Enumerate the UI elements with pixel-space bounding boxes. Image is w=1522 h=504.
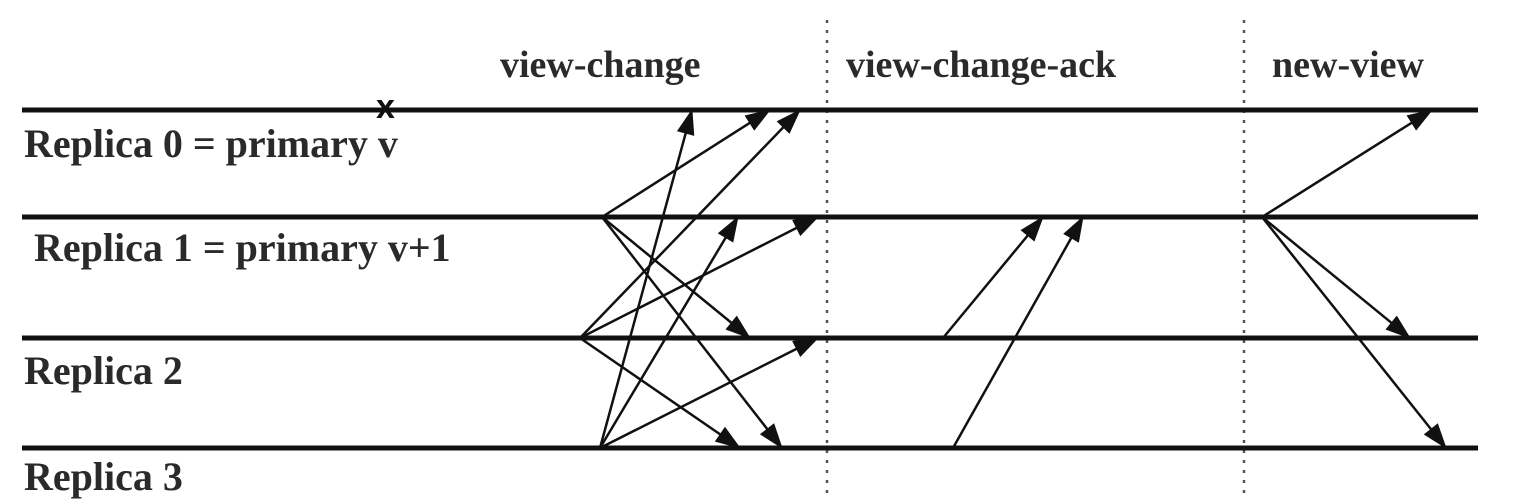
msg-view-change-r1-to-r3 <box>601 216 783 450</box>
msg-new-view-r1-to-r0 <box>1261 108 1434 219</box>
msg-view-change-r2-to-r0 <box>579 109 801 339</box>
replica-3-label: Replica 3 <box>24 454 183 499</box>
msg-view-change-r3-to-r2 <box>599 336 820 450</box>
msg-view-change-r2-to-r1 <box>579 215 820 340</box>
msg-view-change-r1-to-r0 <box>601 108 772 219</box>
msg-view-change-r2-to-r3 <box>579 336 742 450</box>
replica-1-label: Replica 1 = primary v+1 <box>34 225 451 270</box>
msg-ack-r3-to-r1 <box>951 215 1085 449</box>
phase-label-view-change: view-change <box>500 44 701 86</box>
msg-ack-r2-to-r1 <box>942 216 1044 339</box>
phase-label-view-change-ack: view-change-ack <box>846 44 1117 86</box>
replica-0-label: Replica 0 = primary v <box>24 121 398 166</box>
msg-view-change-r3-to-r0 <box>598 108 695 449</box>
msg-new-view-r1-to-r3 <box>1261 216 1447 450</box>
msg-view-change-r1-to-r2 <box>601 216 751 339</box>
phase-label-new-view: new-view <box>1272 44 1425 86</box>
replica-2-label: Replica 2 <box>24 348 183 393</box>
crash-marker: x <box>376 88 395 126</box>
msg-new-view-r1-to-r2 <box>1261 216 1411 339</box>
msg-view-change-r3-to-r1 <box>598 215 740 449</box>
